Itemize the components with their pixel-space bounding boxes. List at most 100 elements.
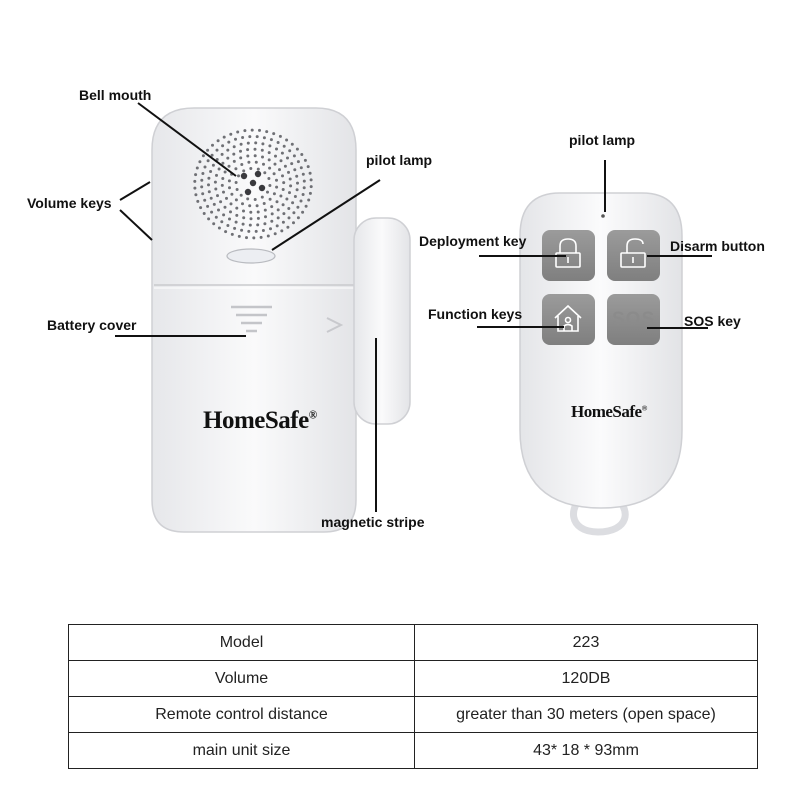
grille-dot <box>287 207 291 210</box>
product-illustration <box>115 102 712 536</box>
grille-dot <box>289 184 293 188</box>
grille-dot <box>214 215 218 219</box>
callout-remote-pilot-lamp: pilot lamp <box>569 132 636 148</box>
grille-dot <box>249 210 253 214</box>
grille-dot <box>222 190 225 194</box>
grille-dot <box>207 183 210 187</box>
grille-dot <box>295 174 299 178</box>
function-key[interactable] <box>542 294 595 345</box>
grille-dot <box>215 173 218 177</box>
grille-dot <box>240 163 244 166</box>
grille-dot <box>239 149 242 153</box>
grille-dot <box>270 219 274 223</box>
home-icon <box>554 304 582 332</box>
grille-dot <box>280 151 284 155</box>
grille-dot <box>296 181 299 185</box>
spec-key: Remote control distance <box>68 696 415 733</box>
remote-brand-logo: HomeSafe® <box>571 402 647 421</box>
grille-dot <box>235 188 239 191</box>
grille-dot <box>200 178 204 182</box>
callout-magnetic-stripe: magnetic stripe <box>321 514 425 530</box>
grille-dot <box>281 203 285 207</box>
main-pilot-lamp <box>226 248 276 264</box>
grille-dot <box>201 154 205 158</box>
grille-dot <box>292 221 295 225</box>
grille-dot <box>194 193 198 197</box>
grille-dot <box>206 159 210 163</box>
grille-dot <box>275 185 279 189</box>
grille-dot <box>261 142 265 146</box>
grille-dot <box>220 152 224 156</box>
grille-dot <box>224 230 228 234</box>
grille-dot <box>206 148 210 152</box>
grille-dot <box>272 192 276 196</box>
bell-mouth-hole <box>244 188 252 196</box>
grille-dot <box>233 226 237 230</box>
grille-dot <box>209 170 213 173</box>
grille-dot <box>296 205 300 209</box>
grille-dot <box>302 186 306 190</box>
grille-dot <box>303 158 307 162</box>
grille-dot <box>281 220 285 224</box>
grille-dot <box>202 212 206 215</box>
grille-dot <box>215 148 219 152</box>
grille-dot <box>234 198 238 202</box>
grille-dot <box>268 144 272 148</box>
grille-dot <box>279 194 283 198</box>
grille-dot <box>223 205 227 209</box>
grille-dot <box>276 216 280 220</box>
grille-dot <box>221 161 225 165</box>
grille-dot <box>200 185 204 189</box>
grille-dot <box>212 202 216 206</box>
grille-dot <box>250 128 254 132</box>
grille-dot <box>254 229 258 233</box>
bell-mouth-hole <box>249 179 257 187</box>
grille-dot <box>217 226 221 230</box>
grille-dot <box>216 139 220 143</box>
grille-dot <box>207 176 211 180</box>
grille-dot <box>262 136 266 140</box>
grille-dot <box>226 148 230 152</box>
grille-dot <box>285 197 289 201</box>
grille-dot <box>275 178 278 182</box>
grille-dot <box>263 222 267 226</box>
grille-dot <box>193 179 197 183</box>
grille-dot <box>260 148 264 152</box>
lock-closed-icon <box>555 238 581 268</box>
bell-mouth-hole <box>240 172 248 180</box>
deployment-key[interactable] <box>542 230 595 281</box>
grille-dot <box>225 196 228 200</box>
magnet-piece <box>353 217 411 425</box>
disarm-button[interactable] <box>607 230 660 281</box>
spec-value: 43* 18 * 93mm <box>414 732 758 769</box>
leader-lines <box>115 102 712 512</box>
main-alarm-unit <box>151 107 373 533</box>
grille-dot <box>226 224 230 227</box>
grille-dot <box>261 229 265 232</box>
grille-dot <box>267 158 271 162</box>
sos-key[interactable] <box>607 294 660 345</box>
grille-dot <box>230 232 234 236</box>
grille-dot <box>264 215 267 219</box>
grille-dot <box>253 147 257 151</box>
grille-dot <box>220 183 224 187</box>
grille-dot <box>299 166 303 170</box>
sos-key-label: SOS <box>612 309 656 330</box>
grille-dot <box>272 132 276 136</box>
grille-dot <box>288 177 292 181</box>
grille-dot <box>290 142 294 146</box>
grille-dot <box>292 154 296 158</box>
grille-dot <box>292 211 296 215</box>
grille-dot <box>266 234 270 238</box>
callout-function-keys: Function keys <box>428 306 523 322</box>
grille-dot <box>256 210 260 214</box>
grille-dot <box>229 132 233 136</box>
grille-dot <box>276 208 280 212</box>
grille-dot <box>276 141 280 144</box>
grille-dot <box>275 147 278 151</box>
grille-dot <box>239 142 243 146</box>
grille-dot <box>282 144 286 148</box>
grille-dot <box>285 138 289 142</box>
